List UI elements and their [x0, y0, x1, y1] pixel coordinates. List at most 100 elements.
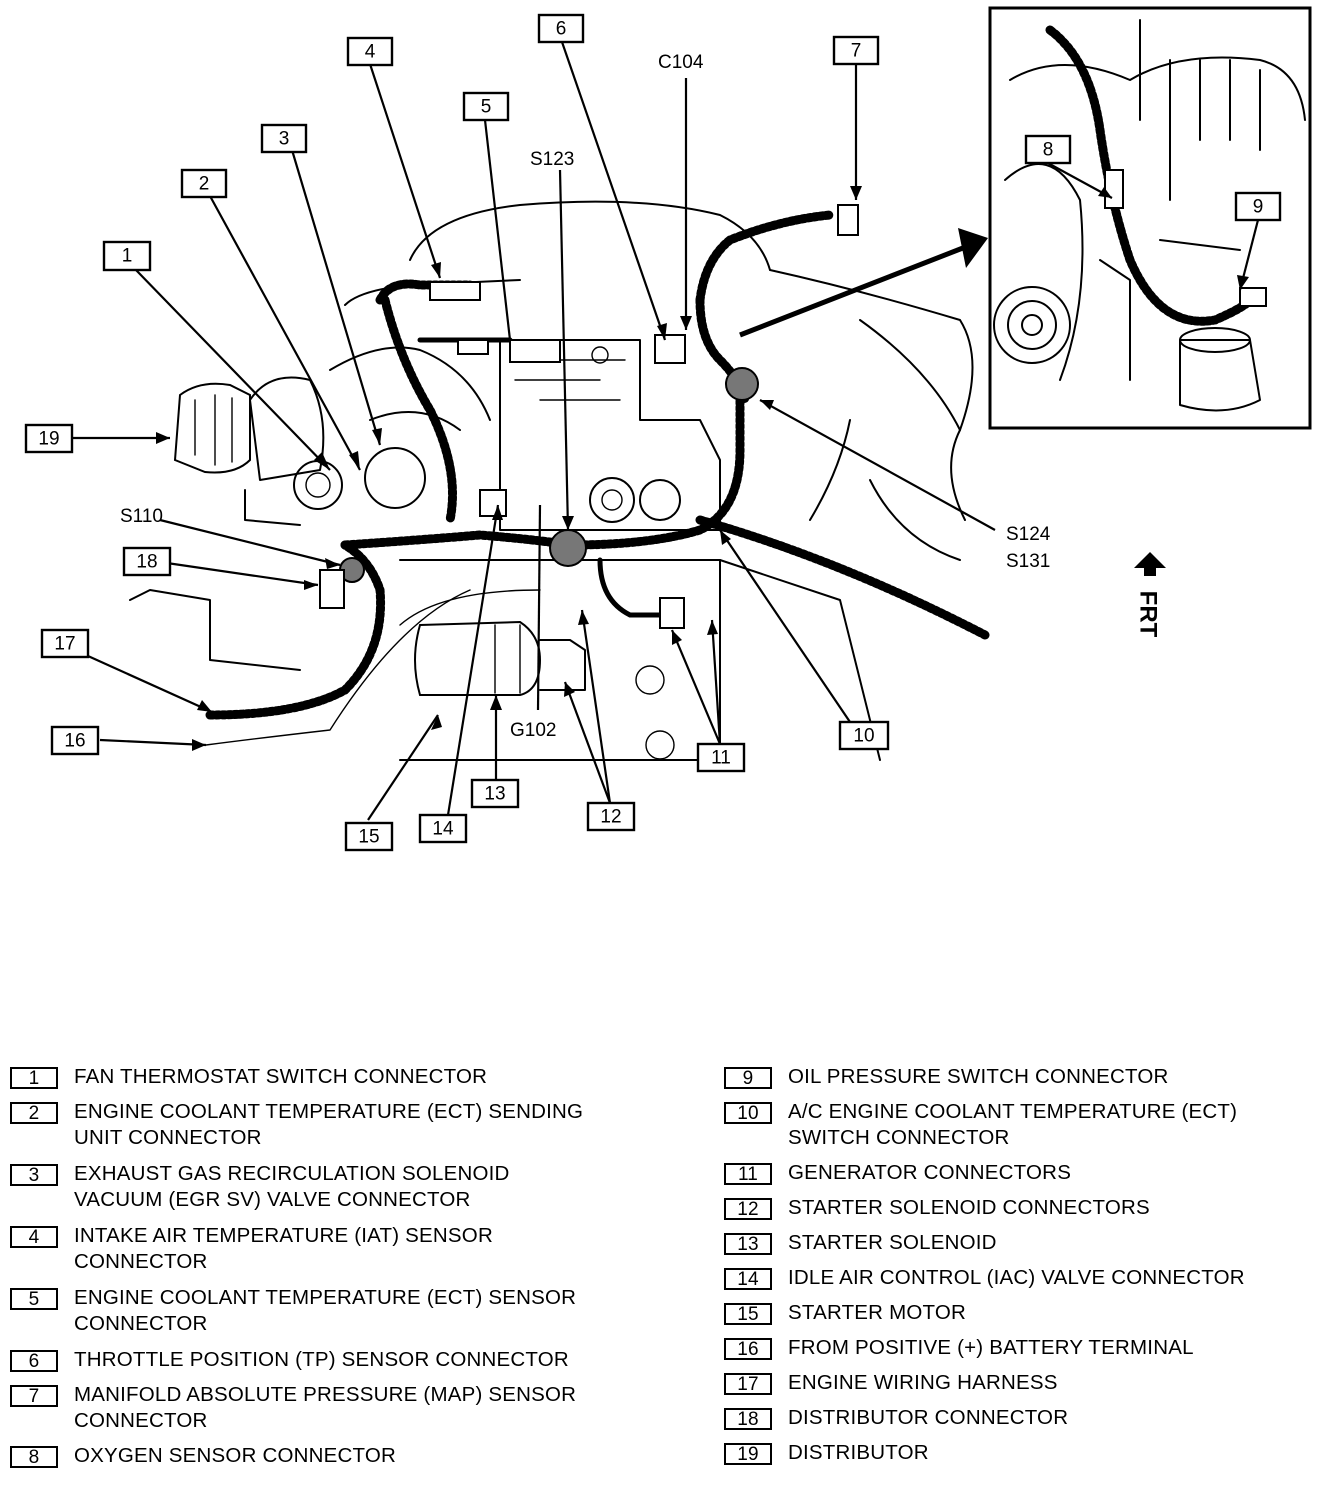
inset-arrow-shaft	[739, 243, 969, 338]
legend-item-7: 7 MANIFOLD ABSOLUTE PRESSURE (MAP) SENSOR…	[10, 1382, 630, 1434]
callout-18: 18	[122, 546, 172, 577]
legend-item-9: 9 OIL PRESSURE SWITCH CONNECTOR	[724, 1064, 1304, 1090]
svg-text:18: 18	[136, 552, 157, 573]
legend-text: THROTTLE POSITION (TP) SENSOR CONNECTOR	[74, 1348, 569, 1371]
callout-8: 8	[1024, 134, 1072, 165]
legend-number-box: 12	[724, 1198, 772, 1220]
svg-text:4: 4	[365, 42, 376, 63]
legend-item-8: 8 OXYGEN SENSOR CONNECTOR	[10, 1443, 630, 1469]
label-g102: G102	[510, 720, 556, 741]
legend-number-box: 7	[10, 1385, 58, 1407]
legend-number-box: 11	[724, 1163, 772, 1185]
svg-text:6: 6	[556, 19, 567, 40]
legend-number-box: 5	[10, 1288, 58, 1310]
arrowheads	[156, 186, 1249, 751]
svg-text:1: 1	[122, 246, 133, 267]
callout-19: 19	[24, 423, 74, 454]
legend-item-12: 12 STARTER SOLENOID CONNECTORS	[724, 1195, 1304, 1221]
front-indicator: FRT	[1134, 552, 1166, 638]
legend-text: STARTER SOLENOID CONNECTORS	[788, 1196, 1150, 1219]
legend-item-19: 19 DISTRIBUTOR	[724, 1440, 1304, 1466]
legend-text: MANIFOLD ABSOLUTE PRESSURE (MAP) SENSOR …	[74, 1383, 577, 1432]
legend-item-13: 13 STARTER SOLENOID	[724, 1230, 1304, 1256]
legend-item-11: 11 GENERATOR CONNECTORS	[724, 1160, 1304, 1186]
callout-10: 10	[838, 720, 890, 751]
label-s110: S110	[120, 506, 163, 527]
legend-item-5: 5 ENGINE COOLANT TEMPERATURE (ECT) SENSOR…	[10, 1285, 630, 1337]
legend-number-box: 9	[724, 1067, 772, 1089]
legend-number-box: 1	[10, 1067, 58, 1089]
svg-text:13: 13	[484, 784, 505, 805]
legend-number-box: 13	[724, 1233, 772, 1255]
legend-item-1: 1 FAN THERMOSTAT SWITCH CONNECTOR	[10, 1064, 630, 1090]
svg-text:16: 16	[64, 731, 85, 752]
legend-item-16: 16 FROM POSITIVE (+) BATTERY TERMINAL	[724, 1335, 1304, 1361]
legend-text: DISTRIBUTOR CONNECTOR	[788, 1406, 1069, 1429]
callout-16: 16	[50, 725, 100, 756]
svg-text:8: 8	[1043, 140, 1054, 161]
callout-2: 2	[180, 168, 228, 199]
legend-text: ENGINE WIRING HARNESS	[788, 1371, 1058, 1394]
svg-text:14: 14	[432, 819, 454, 840]
svg-text:9: 9	[1253, 197, 1264, 218]
callout-7: 7	[832, 35, 880, 66]
legend-text: ENGINE COOLANT TEMPERATURE (ECT) SENSOR …	[74, 1286, 577, 1335]
legend-number-box: 19	[724, 1443, 772, 1465]
legend-item-2: 2 ENGINE COOLANT TEMPERATURE (ECT) SENDIN…	[10, 1099, 630, 1151]
legend-number-box: 16	[724, 1338, 772, 1360]
engine-wiring-diagram: 1 2 3 4 5 6 7 8 9 10 11 12 13 14 15 16 1…	[24, 6, 1312, 852]
label-s123: S123	[530, 149, 574, 170]
svg-text:11: 11	[711, 748, 731, 769]
legend-text: OIL PRESSURE SWITCH CONNECTOR	[788, 1065, 1169, 1088]
callout-3: 3	[260, 123, 308, 154]
legend-number-box: 15	[724, 1303, 772, 1325]
label-s124: S124	[1006, 524, 1051, 545]
callout-14: 14	[418, 813, 468, 844]
label-s131: S131	[1006, 551, 1050, 572]
legend-number-box: 4	[10, 1226, 58, 1248]
svg-text:15: 15	[358, 827, 379, 848]
svg-text:17: 17	[54, 634, 75, 655]
svg-text:2: 2	[199, 174, 210, 195]
legend-item-4: 4 INTAKE AIR TEMPERATURE (IAT) SENSOR CON…	[10, 1223, 630, 1275]
legend-number-box: 10	[724, 1102, 772, 1124]
legend-text: IDLE AIR CONTROL (IAC) VALVE CONNECTOR	[788, 1266, 1245, 1289]
svg-text:7: 7	[851, 41, 862, 62]
legend-number-box: 8	[10, 1446, 58, 1468]
frt-label: FRT	[1135, 591, 1162, 638]
callout-5: 5	[462, 91, 510, 122]
legend-text: STARTER SOLENOID	[788, 1231, 997, 1254]
legend-text: INTAKE AIR TEMPERATURE (IAT) SENSOR CONN…	[74, 1224, 493, 1273]
engine-sketch	[129, 200, 990, 761]
legend-text: DISTRIBUTOR	[788, 1441, 929, 1464]
legend-number-box: 14	[724, 1268, 772, 1290]
legend-item-15: 15 STARTER MOTOR	[724, 1300, 1304, 1326]
callout-6: 6	[537, 13, 585, 44]
legend-number-box: 18	[724, 1408, 772, 1430]
svg-text:12: 12	[600, 807, 621, 828]
svg-text:5: 5	[481, 97, 492, 118]
callout-12: 12	[586, 801, 636, 832]
legend-text: STARTER MOTOR	[788, 1301, 967, 1324]
svg-text:19: 19	[38, 429, 59, 450]
legend-item-18: 18 DISTRIBUTOR CONNECTOR	[724, 1405, 1304, 1431]
legend-number-box: 2	[10, 1102, 58, 1124]
legend-text: FAN THERMOSTAT SWITCH CONNECTOR	[74, 1065, 488, 1088]
svg-text:3: 3	[279, 129, 290, 150]
callout-4: 4	[346, 36, 394, 67]
callout-15: 15	[344, 821, 394, 852]
legend-text: OXYGEN SENSOR CONNECTOR	[74, 1444, 397, 1467]
callout-17: 17	[40, 628, 90, 659]
svg-text:10: 10	[853, 726, 874, 747]
label-c104: C104	[658, 52, 704, 73]
legend-text: ENGINE COOLANT TEMPERATURE (ECT) SENDING…	[74, 1100, 584, 1149]
callout-11: 11	[696, 742, 746, 773]
legend-text: GENERATOR CONNECTORS	[788, 1161, 1072, 1184]
legend-text: FROM POSITIVE (+) BATTERY TERMINAL	[788, 1336, 1194, 1359]
